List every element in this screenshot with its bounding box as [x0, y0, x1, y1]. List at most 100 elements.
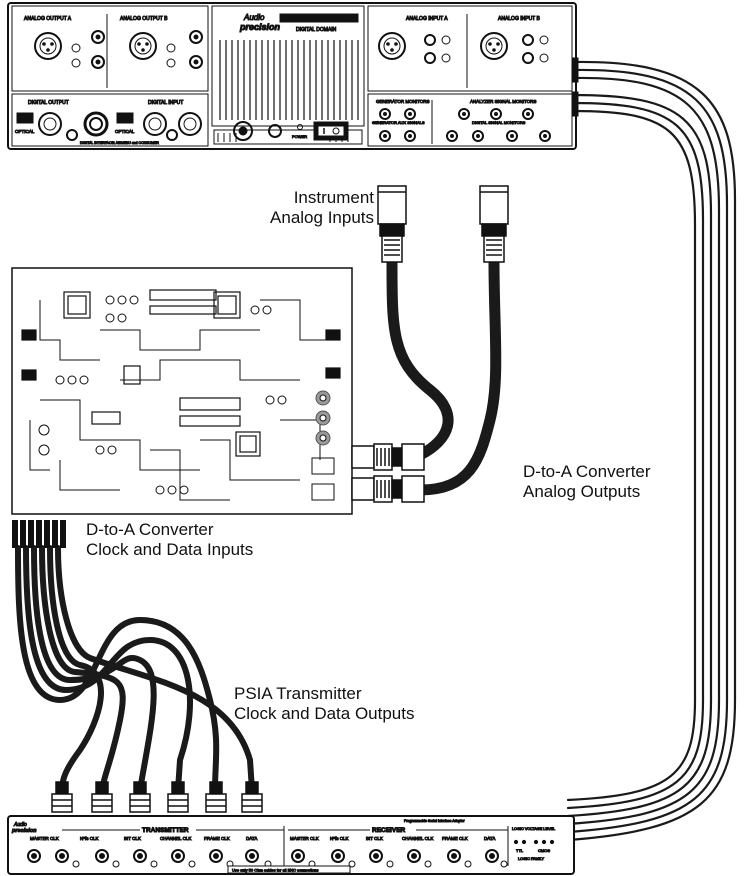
cables — [15, 60, 737, 842]
board-components — [38, 295, 287, 495]
psia-interface-unit: Audio precision TRANSMITTER RECEIVER Pro… — [7, 815, 575, 875]
analog-input-a-label: ANALOG INPUT A — [406, 16, 448, 22]
dac-xlr-sockets — [351, 443, 425, 503]
analog-input-b-xlr-connector — [480, 32, 508, 60]
psia-transmitter-line2: Clock and Data Outputs — [234, 704, 415, 723]
rx-nfs-clk-label: N*fs CLK — [330, 836, 349, 841]
analog-output-b-label: ANALOG OUTPUT B — [120, 16, 168, 22]
dac-clock-data-line2: Clock and Data Inputs — [86, 540, 254, 559]
tx-channel-clk-label: CHANNEL CLK — [160, 836, 191, 841]
bnc-plug-2 — [91, 781, 113, 813]
xlr-plug-a — [377, 185, 407, 263]
rx-master-clk-label: MASTER CLK — [290, 836, 319, 841]
dac-xlr-socket-2 — [351, 475, 425, 503]
receiver-signal-labels: MASTER CLK N*fs CLK BIT CLK CHANNEL CLK … — [290, 836, 496, 842]
tx-master-clk-label: MASTER CLK — [30, 836, 59, 841]
optical-input-port — [116, 112, 134, 124]
tx-nfs-clk-label: N*fs CLK — [80, 836, 99, 841]
board-output-connector-2 — [311, 483, 335, 501]
xlr-plug-b — [479, 185, 509, 263]
power-switch[interactable] — [313, 121, 349, 141]
digital-input-label: DIGITAL INPUT — [148, 100, 183, 106]
board-traces — [29, 299, 340, 501]
logic-family-label: LOGIC FAMILY — [518, 857, 545, 861]
ttl-label: TTL — [516, 848, 524, 853]
digital-io-panel — [11, 93, 209, 147]
rx-frame-clk-label: FRAME CLK — [442, 836, 468, 841]
psia-transmitter-line1: PSIA Transmitter — [234, 684, 362, 703]
transmitter-signal-labels: MASTER CLK N*fs CLK BIT CLK CHANNEL CLK … — [30, 836, 258, 842]
bnc-plug-6 — [241, 781, 263, 813]
logic-voltage-level-label: LOGIC VOLTAGE LEVEL — [512, 827, 555, 831]
analyzer-model-label: SYSTEM TWO CASCADE Plus — [284, 17, 348, 22]
dac-clock-data-header — [12, 520, 66, 548]
dac-clock-data-line1: D-to-A Converter — [86, 520, 214, 539]
rx-bit-clk-label: BIT CLK — [366, 836, 383, 841]
rx-channel-clk-label: CHANNEL CLK — [402, 836, 433, 841]
digital-signal-monitors-label: DIGITAL SIGNAL MONITORS — [472, 120, 526, 125]
psia-bnc-connectors — [27, 849, 499, 863]
bnc-plug-1 — [51, 781, 73, 813]
cmos-label: CMOS — [538, 848, 550, 853]
board-output-connector-1 — [311, 457, 335, 475]
analog-input-b-label: ANALOG INPUT B — [498, 16, 541, 22]
analog-output-bnc-connectors — [71, 30, 203, 69]
dac-analog-outputs-line2: Analog Outputs — [523, 482, 641, 501]
analyzer-brand-top: Audio — [243, 13, 265, 22]
dac-analog-outputs-line1: D-to-A Converter — [523, 462, 651, 481]
tx-data-label: DATA — [246, 836, 257, 841]
monitors-panel — [367, 93, 573, 147]
logic-level-section: LOGIC VOLTAGE LEVEL TTL CMOS LOGIC FAMIL… — [512, 827, 556, 862]
digital-interface-footer: DIGITAL INTERFACE: AES/EBU and CONSUMER — [80, 141, 159, 145]
analog-input-panel — [367, 5, 573, 92]
psia-brand-top: Audio — [13, 822, 27, 828]
dac-circuit-board — [11, 267, 353, 515]
power-indicator — [297, 124, 303, 130]
audio-analyzer-instrument: ANALOG OUTPUT A ANALOG OUTPUT B DIGITAL … — [7, 2, 579, 150]
bnc-plug-4 — [167, 781, 189, 813]
analog-output-a-label: ANALOG OUTPUT A — [24, 16, 72, 22]
psia-brand-bottom: precision — [11, 828, 37, 834]
generator-monitors-label: GENERATOR MONITORS — [376, 99, 430, 104]
board-chips — [21, 289, 341, 457]
instrument-analog-inputs-callout: Instrument Analog Inputs — [268, 188, 374, 228]
optical-output-port — [16, 112, 34, 124]
dac-analog-outputs-callout: D-to-A Converter Analog Outputs — [523, 462, 651, 502]
digital-xlr-connectors — [38, 111, 202, 141]
dac-clock-data-inputs-callout: D-to-A Converter Clock and Data Inputs — [86, 520, 253, 560]
digital-output-label: DIGITAL OUTPUT — [28, 100, 69, 106]
xlr-cable-pair — [386, 256, 502, 496]
instrument-callout-line2: Analog Inputs — [270, 208, 374, 227]
monitor-bnc-connectors — [379, 108, 551, 142]
analyzer-brand-bottom: precision — [239, 22, 281, 32]
optical-input-label: OPTICAL — [115, 129, 135, 134]
bnc-cable-bundle — [15, 545, 255, 793]
psia-transmitter-label: TRANSMITTER — [142, 827, 189, 834]
analog-output-a-xlr-connector — [34, 32, 62, 60]
heatsink-panel — [211, 5, 365, 127]
psia-footer-note: Use only 50 Ohm cables for all BNC conne… — [232, 868, 318, 873]
analyzer-rear-connectors — [571, 57, 579, 117]
volume-knob[interactable] — [268, 124, 282, 138]
rx-data-label: DATA — [484, 836, 495, 841]
bnc-plug-3 — [129, 781, 151, 813]
dac-xlr-socket-1 — [351, 443, 425, 471]
bnc-plug-5 — [205, 781, 227, 813]
generator-aux-signals-label: GENERATOR AUX SIGNALS — [372, 120, 425, 125]
psia-transmitter-outputs-callout: PSIA Transmitter Clock and Data Outputs — [234, 684, 414, 724]
power-label: POWER — [292, 134, 307, 139]
board-test-points — [315, 390, 331, 446]
headphone-jack — [233, 121, 253, 141]
analyzer-to-psia-cable-bundle — [566, 60, 737, 842]
instrument-xlr-plugs — [377, 185, 509, 263]
analog-output-b-xlr-connector — [129, 32, 157, 60]
psia-top-note: Programmable Serial Interface Adapter — [404, 819, 465, 823]
instrument-callout-line1: Instrument — [293, 188, 374, 207]
optical-output-label: OPTICAL — [15, 129, 35, 134]
analog-input-a-xlr-connector — [378, 32, 406, 60]
tx-bit-clk-label: BIT CLK — [124, 836, 141, 841]
psia-receiver-label: RECEIVER — [372, 827, 406, 834]
tx-frame-clk-label: FRAME CLK — [204, 836, 230, 841]
heatsink-fins — [219, 40, 359, 120]
